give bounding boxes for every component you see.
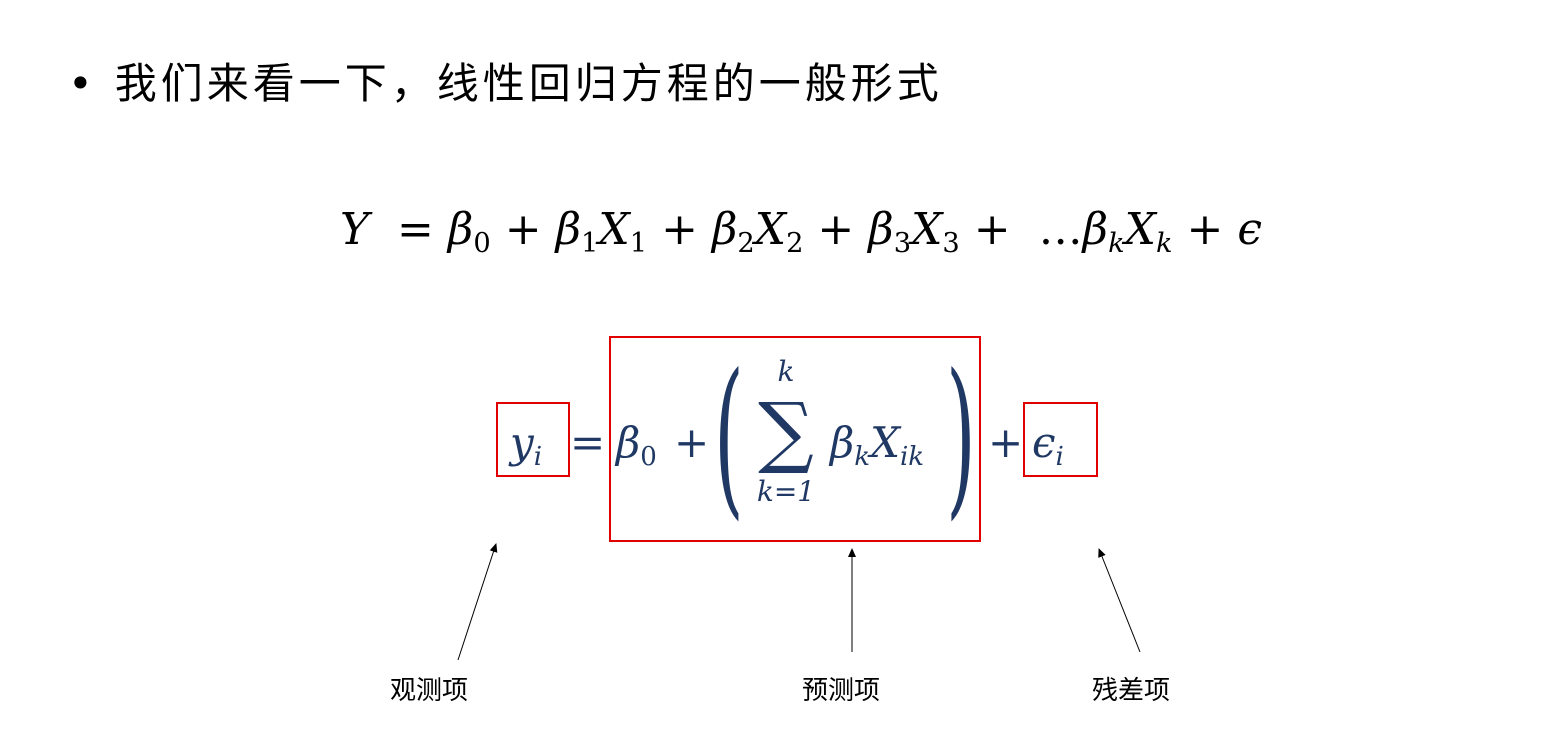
equals-sign: = bbox=[570, 418, 606, 467]
eq-term: Y bbox=[340, 204, 370, 255]
eq-term: k bbox=[1155, 228, 1173, 260]
residual-label: 残差项 bbox=[1092, 676, 1171, 706]
eq-term: i bbox=[1055, 441, 1064, 472]
eq-term: 0 bbox=[640, 441, 657, 472]
eq-term: β bbox=[830, 418, 855, 467]
eq-term: β bbox=[616, 418, 641, 467]
summation: k ∑ k=1 bbox=[748, 356, 824, 508]
bullet-point: • 我们来看一下，线性回归方程的一般形式 bbox=[68, 58, 943, 110]
left-paren: ( bbox=[714, 338, 744, 536]
eq-term: β bbox=[447, 204, 474, 255]
eq-term: 3 bbox=[893, 228, 912, 260]
residual-term: ϵi bbox=[1032, 418, 1064, 470]
eq-term: β bbox=[555, 204, 582, 255]
bullet-text: 我们来看一下，线性回归方程的一般形式 bbox=[114, 59, 943, 108]
eq-term: ϵ bbox=[1237, 204, 1262, 255]
sum-upper-limit: k bbox=[777, 355, 795, 388]
eq-term: 2 bbox=[786, 228, 804, 260]
eq-term: β bbox=[1082, 204, 1109, 255]
eq-term: = bbox=[397, 204, 434, 255]
summation-sign: ∑ bbox=[758, 388, 814, 476]
plus-sign: + bbox=[988, 418, 1024, 467]
eq-term: ϵ bbox=[1032, 418, 1056, 467]
eq-term: 0 bbox=[473, 228, 491, 260]
residual-highlight-box bbox=[1023, 402, 1098, 477]
right-paren: ) bbox=[946, 338, 976, 536]
sum-lower-limit: k=1 bbox=[756, 475, 816, 508]
eq-term: y bbox=[510, 418, 534, 467]
eq-term: X bbox=[870, 418, 900, 467]
general-equation: Y = β0 + β1X1 + β2X2 + β3X3 + …βkXk + ϵ bbox=[340, 200, 1262, 260]
observed-label: 观测项 bbox=[390, 676, 469, 706]
eq-term: X bbox=[598, 204, 630, 255]
plus-sign: + bbox=[674, 418, 710, 467]
eq-term: β bbox=[711, 204, 738, 255]
eq-term: β bbox=[868, 204, 894, 255]
predicted-label: 预测项 bbox=[802, 676, 881, 706]
eq-term: 1 bbox=[581, 228, 599, 260]
bullet-icon: • bbox=[68, 59, 97, 108]
eq-term: + bbox=[661, 204, 698, 255]
eq-term: 1 bbox=[629, 228, 648, 260]
eq-term: + bbox=[504, 204, 542, 255]
eq-term: … bbox=[1038, 204, 1083, 255]
eq-term: + bbox=[1186, 204, 1224, 255]
eq-term: 2 bbox=[737, 228, 755, 260]
observed-term: yi bbox=[510, 418, 542, 470]
eq-term: X bbox=[754, 204, 787, 255]
arrow-observed bbox=[457, 543, 498, 661]
eq-term: + bbox=[817, 204, 855, 255]
eq-term: i bbox=[533, 441, 543, 472]
sum-body: βkXik bbox=[830, 418, 924, 470]
eq-term: k bbox=[854, 441, 871, 472]
eq-term: k bbox=[1108, 228, 1125, 260]
eq-term: 3 bbox=[942, 228, 960, 260]
arrow-residual bbox=[1098, 548, 1141, 653]
eq-term: X bbox=[911, 204, 943, 255]
intercept-term: β0 bbox=[616, 418, 657, 470]
predicted-highlight-box bbox=[609, 336, 981, 542]
eq-term: X bbox=[1124, 204, 1156, 255]
eq-term: ik bbox=[899, 441, 925, 472]
observed-highlight-box bbox=[496, 402, 570, 477]
eq-term: + bbox=[973, 204, 1011, 255]
